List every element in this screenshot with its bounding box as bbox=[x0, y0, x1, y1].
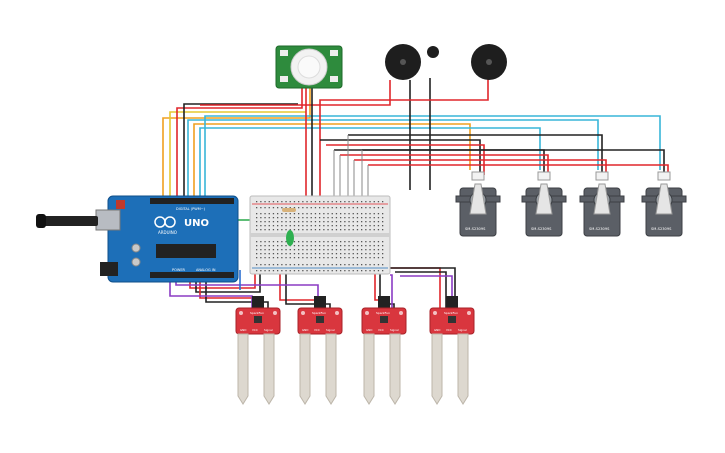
servo-label: SM-S2309S bbox=[589, 227, 610, 231]
servo-icon: SM-S2309S bbox=[521, 171, 567, 237]
resistor bbox=[282, 208, 296, 212]
servo-label: SM-S2309S bbox=[531, 227, 552, 231]
servo-icon: SM-S2309S bbox=[455, 171, 501, 237]
sensor-pin-label: GND bbox=[240, 328, 246, 332]
digital-label: DIGITAL (PWM~) bbox=[176, 207, 206, 211]
sensor-brand: SparkFun bbox=[376, 311, 390, 315]
servo-label: SM-S2309S bbox=[465, 227, 486, 231]
sensor-pin-label: VCC bbox=[314, 328, 320, 332]
sensor-pin-label: GND bbox=[366, 328, 372, 332]
sensor-pin-label: Signal bbox=[390, 328, 399, 332]
power-jack bbox=[100, 262, 118, 276]
microcontroller-chip bbox=[156, 244, 216, 258]
sensor-pin-label: Signal bbox=[326, 328, 335, 332]
sensor-pin-label: VCC bbox=[446, 328, 452, 332]
usb-plug-icon bbox=[36, 214, 98, 228]
sensor-pin-label: VCC bbox=[378, 328, 384, 332]
servo-icon: SM-S2309S bbox=[579, 171, 625, 237]
sensor-pin-label: Signal bbox=[458, 328, 467, 332]
usb-port bbox=[95, 209, 121, 231]
servo-label: SM-S2309S bbox=[651, 227, 672, 231]
arduino-logo-text: ARDUINO bbox=[158, 230, 177, 235]
sensor-pin-label: Signal bbox=[264, 328, 273, 332]
analog-label: ANALOG IN bbox=[196, 268, 216, 272]
servo-icon: SM-S2309S bbox=[641, 171, 687, 237]
servo-group: SM-S2309S SM-S2309S SM-S2309S SM-S2309S bbox=[455, 171, 687, 237]
buzzer-icon bbox=[471, 44, 507, 80]
sensor-brand: SparkFun bbox=[312, 311, 326, 315]
board-brand: UNO bbox=[184, 218, 209, 229]
pir-sensor-icon bbox=[275, 45, 343, 89]
sensor-pin-label: GND bbox=[302, 328, 308, 332]
reset-button bbox=[116, 200, 125, 209]
led bbox=[286, 230, 294, 246]
breadboard bbox=[249, 195, 391, 275]
arduino-uno-board: ARDUINO UNO POWER ANALOG IN DIGITAL (PWM… bbox=[95, 195, 239, 283]
power-label: POWER bbox=[172, 268, 186, 272]
sensor-pin-label: VCC bbox=[252, 328, 258, 332]
sensor-brand: SparkFun bbox=[444, 311, 458, 315]
mic-icon bbox=[427, 46, 439, 58]
sensor-brand: SparkFun bbox=[250, 311, 264, 315]
buzzer-icon bbox=[385, 44, 421, 80]
sensor-pin-label: GND bbox=[434, 328, 440, 332]
breadboard-holes bbox=[256, 201, 384, 272]
